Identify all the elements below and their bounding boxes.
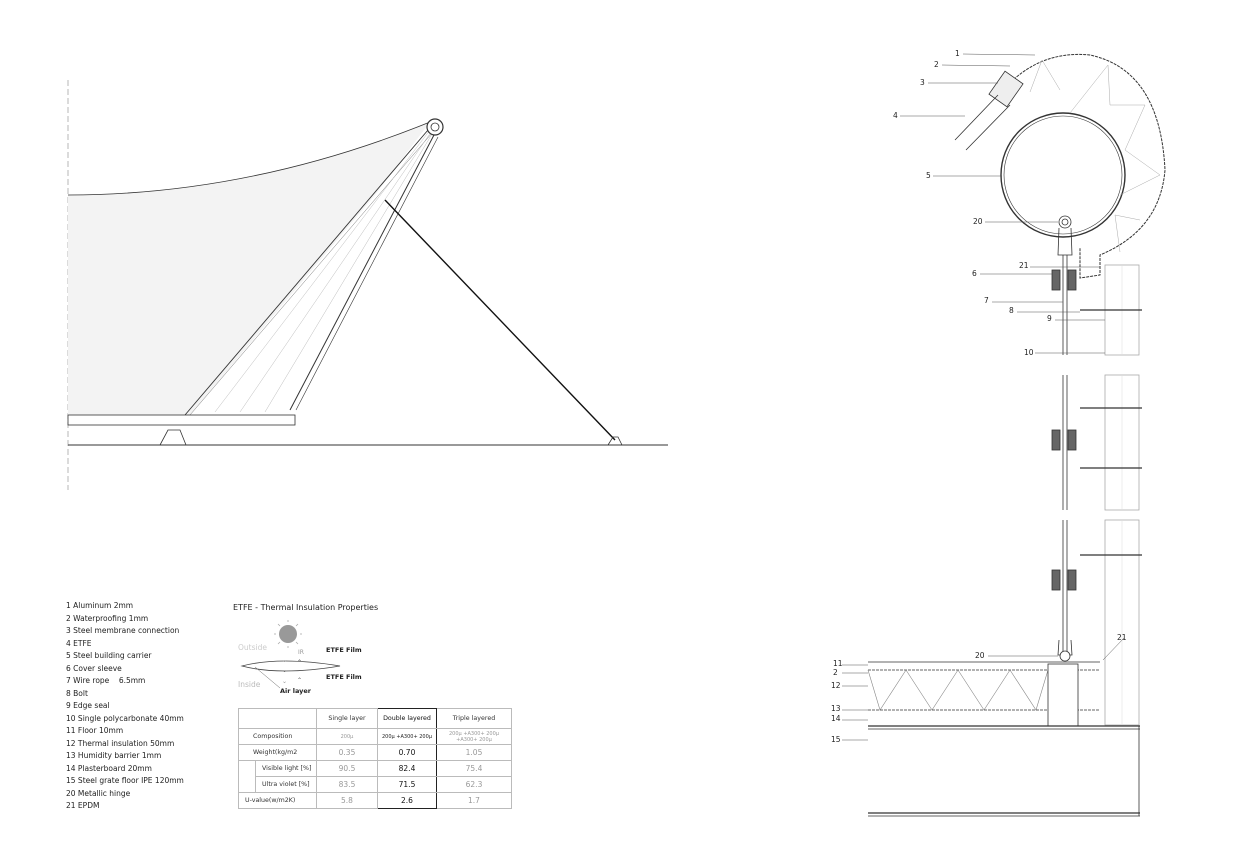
mast-back (289, 134, 435, 411)
callout-1: 1 (955, 49, 960, 58)
callout-20-bottom: 20 (975, 651, 985, 660)
wire-rope (384, 199, 616, 441)
canopy-elevation (67, 80, 668, 490)
callout-leaders (842, 53, 1125, 741)
legend-item: 7 Wire rope 6.5mm (66, 676, 146, 685)
legend-item: 10 Single polycarbonate 40mm (66, 713, 184, 723)
callout-15: 15 (831, 735, 841, 744)
callout-10: 10 (1024, 348, 1034, 357)
floor-platform (67, 414, 296, 426)
metallic-hinge (1058, 215, 1072, 229)
etfe-properties-table: Single layer Double layered Triple layer… (238, 708, 512, 809)
steel-carrier-tube (1000, 112, 1126, 238)
etfe-film-bottom-label: ETFE Film (326, 673, 362, 681)
table-row: U-value(w/m2K) 5.8 2.6 1.7 (238, 792, 512, 809)
legend-item: 1 Aluminum 2mm (66, 601, 134, 610)
svg-text:⌃: ⌃ (297, 659, 302, 666)
table-row: Composition 200µ 200µ +A300+ 200µ 200µ +… (238, 728, 512, 745)
callout-21: 21 (1019, 261, 1029, 270)
inside-label: Inside (238, 680, 261, 689)
svg-text:⌄: ⌄ (282, 667, 287, 674)
etfe-diagram: Outside Inside IR ETFE Film ETFE Film Ai… (238, 620, 362, 695)
air-layer-label: Air layer (280, 687, 312, 695)
etfe-membrane (68, 122, 430, 415)
cable-anchor (607, 436, 623, 446)
legend-item: 5 Steel building carrier (66, 651, 152, 660)
callout-4: 4 (893, 111, 898, 120)
table-row: Weight(kg/m2 0.35 0.70 1.05 (238, 744, 512, 761)
ring-connector (426, 118, 444, 136)
legend-item: 20 Metallic hinge (66, 788, 131, 798)
floor-beam-block (1047, 663, 1079, 727)
legend-item: 8 Bolt (66, 688, 88, 698)
legend-item: 4 ETFE (66, 638, 92, 648)
callout-12: 12 (831, 681, 841, 690)
etfe-cushion (240, 660, 341, 672)
callout-14: 14 (831, 714, 841, 723)
legend-item: 11 Floor 10mm (66, 726, 124, 735)
callout-9: 9 (1047, 314, 1052, 323)
svg-text:⌄: ⌄ (282, 678, 287, 685)
header-single: Single layer (316, 708, 378, 729)
ir-label: IR (298, 649, 304, 656)
svg-text:⌃: ⌃ (297, 677, 302, 684)
callout-6: 6 (972, 269, 977, 278)
materials-legend: 1 Aluminum 2mm 2 Waterproofing 1mm 3 Ste… (66, 600, 184, 813)
cover-sleeve (1051, 269, 1061, 291)
legend-item: 9 Edge seal (66, 701, 110, 710)
callout-2-bottom: 2 (833, 668, 838, 677)
table-row: Ultra violet [%] 83.5 71.5 62.3 (238, 776, 512, 793)
thermal-insulation (867, 669, 1049, 711)
legend-item: 3 Steel membrane connection (66, 626, 180, 635)
callout-7: 7 (984, 296, 989, 305)
legend-item: 21 EPDM (66, 801, 100, 810)
legend-item: 6 Cover sleeve (66, 663, 122, 673)
mast-front (184, 129, 429, 416)
svg-text:⌄: ⌄ (282, 657, 287, 664)
header-triple: Triple layered (436, 708, 512, 729)
callout-11: 11 (833, 659, 843, 668)
callout-5: 5 (926, 171, 931, 180)
callout-3: 3 (920, 78, 925, 87)
table-row: Visible light [%] 90.5 82.4 75.4 (238, 760, 512, 777)
callout-2: 2 (934, 60, 939, 69)
legend-item: 2 Waterproofing 1mm (66, 613, 149, 623)
sun-icon (279, 625, 297, 643)
callout-21-bottom: 21 (1117, 633, 1127, 642)
membrane-edge (67, 121, 431, 196)
callout-13: 13 (831, 704, 841, 713)
table-header-row: Single layer Double layered Triple layer… (238, 708, 512, 729)
legend-item: 13 Humidity barrier 1mm (66, 751, 162, 760)
membrane-clamp (988, 70, 1024, 108)
etfe-film-top-label: ETFE Film (326, 646, 362, 654)
callout-8: 8 (1009, 306, 1014, 315)
callout-20: 20 (973, 217, 983, 226)
aluminum-cover (1004, 53, 1166, 279)
legend-item: 15 Steel grate floor IPE 120mm (66, 776, 184, 785)
outside-label: Outside (238, 643, 267, 652)
legend-item: 12 Thermal insulation 50mm (66, 738, 175, 748)
legend-item: 14 Plasterboard 20mm (66, 763, 152, 773)
connection-detail (867, 53, 1166, 817)
callout-numbers: 1 2 3 4 5 20 21 6 7 8 9 10 20 21 11 2 12… (831, 49, 1127, 744)
header-double: Double layered (377, 708, 437, 729)
etfe-properties-title: ETFE - Thermal Insulation Properties (233, 603, 379, 612)
base-support (159, 429, 187, 446)
